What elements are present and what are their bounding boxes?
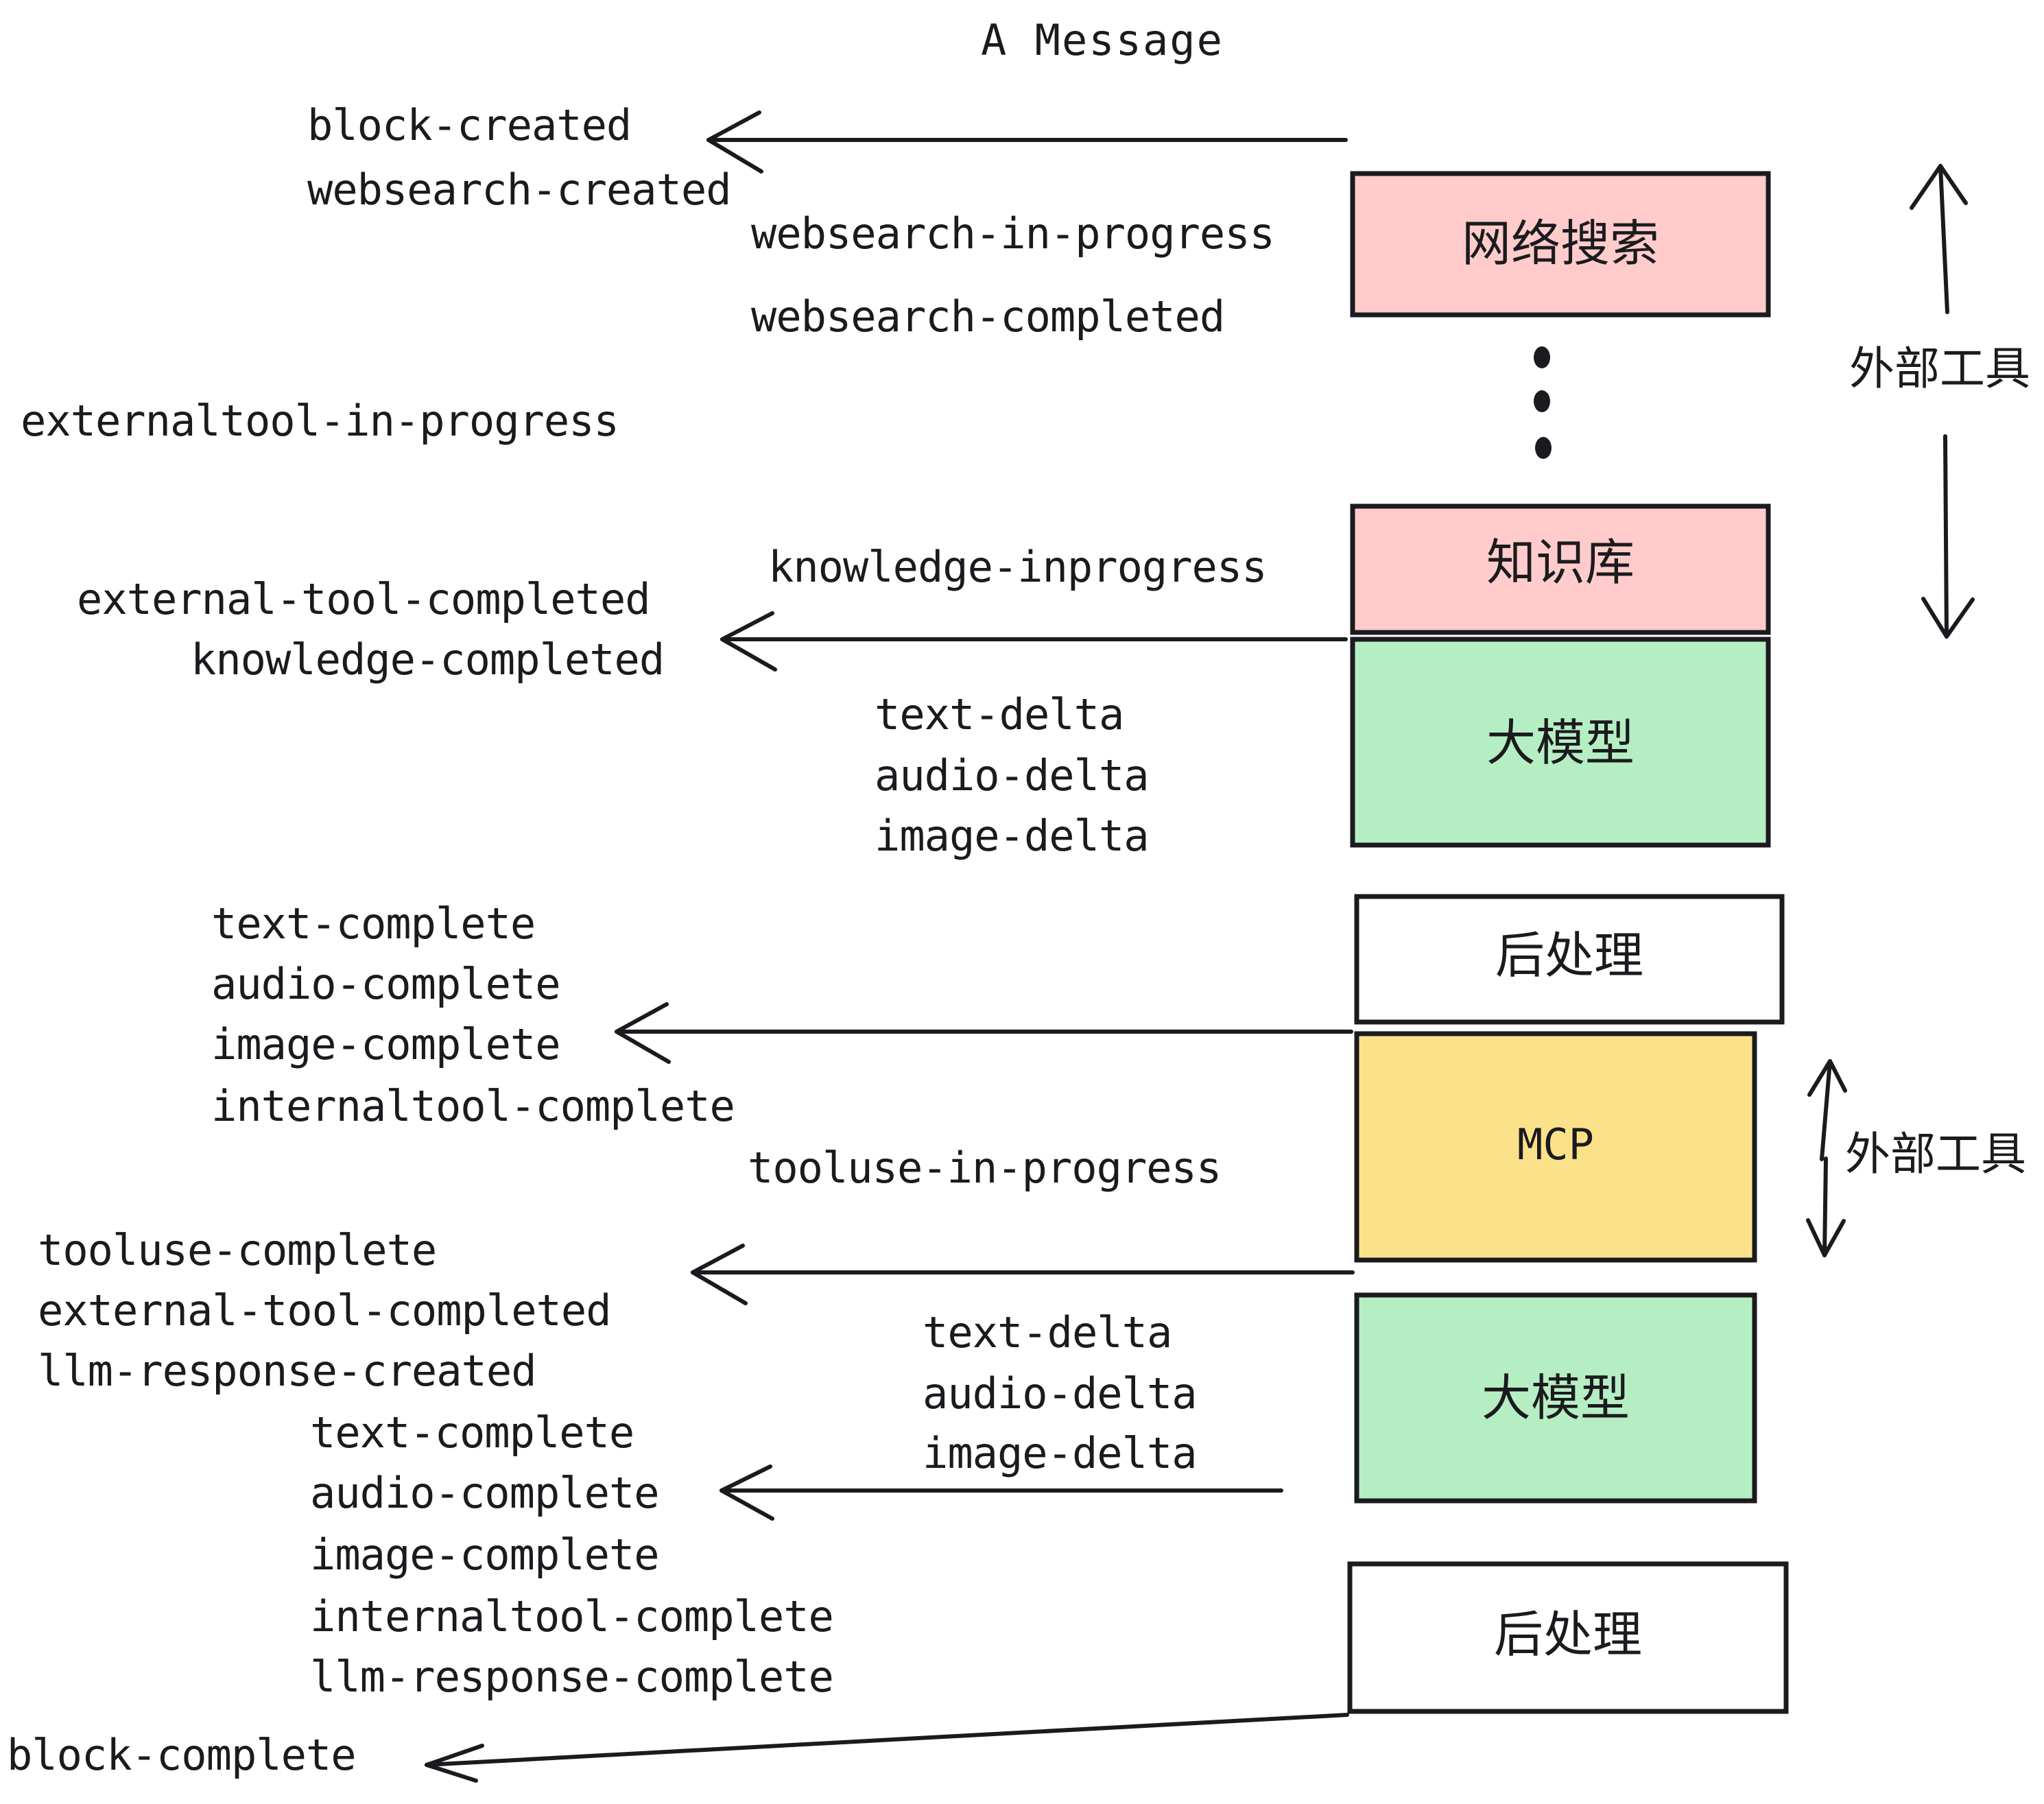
event-tooluse-complete: tooluse-complete [38,1225,436,1275]
flow-arrow-tooluse-complete [691,1244,1355,1305]
event-internaltool-complete-1: internaltool-complete [211,1081,735,1131]
event-image-delta-2: image-delta [923,1428,1197,1478]
box-postprocess-top [1354,894,1785,1025]
event-websearch-created: websearch-created [307,165,731,215]
box-knowledge [1350,503,1771,635]
event-image-complete-2: image-complete [310,1530,659,1580]
box-postprocess-bottom [1347,1561,1789,1714]
box-mcp-label: MCP [1517,1119,1594,1170]
event-block-created: block-created [307,100,631,150]
box-postprocess-bottom-label: 后处理 [1494,1606,1642,1663]
box-postprocess-top-label: 后处理 [1495,927,1643,984]
event-external-tool-completed-2: external-tool-completed [38,1285,611,1336]
flow-arrow-audio-complete [720,1464,1283,1521]
event-audio-delta-2: audio-delta [923,1368,1197,1419]
flow-arrow-image-complete [615,1002,1353,1064]
event-internaltool-complete-2: internaltool-complete [310,1591,833,1641]
box-llm-bottom [1354,1292,1757,1504]
event-llm-response-complete: llm-response-complete [310,1652,833,1702]
external-tool-bottom-arrow-down [1806,1156,1846,1257]
vertical-ellipsis [1534,346,1552,459]
external-tool-top-arrow-up [1910,164,1968,314]
event-text-complete-1: text-complete [211,899,535,949]
event-audio-delta-1: audio-delta [875,750,1149,800]
event-websearch-completed: websearch-completed [751,292,1224,342]
event-text-delta-1: text-delta [875,689,1124,739]
flow-arrow-knowledge-completed [720,611,1348,672]
event-text-delta-2: text-delta [923,1307,1172,1357]
external-tool-top-label: 外部工具 [1849,342,2030,395]
box-knowledge-label: 知识库 [1486,534,1635,591]
box-websearch-label: 网络搜索 [1462,215,1659,272]
flow-arrow-block-created [706,110,1348,174]
box-mcp [1354,1031,1757,1263]
event-llm-response-created: llm-response-created [38,1346,536,1396]
box-websearch [1350,171,1771,318]
event-block-complete: block-complete [7,1730,356,1780]
event-tooluse-in-progress: tooluse-in-progress [748,1143,1221,1193]
page-title: A Message [981,15,1224,65]
event-text-complete-2: text-complete [310,1408,634,1458]
event-websearch-in-progress: websearch-in-progress [751,209,1274,259]
event-knowledge-inprogress: knowledge-inprogress [768,542,1267,592]
external-tool-top-arrow-down [1921,434,1975,639]
box-llm-top-label: 大模型 [1486,714,1635,772]
event-audio-complete-1: audio-complete [211,959,560,1009]
event-image-complete-1: image-complete [211,1019,560,1069]
event-externaltool-in-progress: externaltool-in-progress [21,396,619,446]
event-audio-complete-2: audio-complete [310,1468,659,1518]
event-external-tool-completed-1: external-tool-completed [77,574,650,624]
event-knowledge-completed: knowledge-completed [191,634,664,685]
flow-arrow-block-complete [425,1713,1349,1783]
box-llm-top [1350,637,1771,848]
event-image-delta-1: image-delta [875,811,1149,861]
box-llm-bottom-label: 大模型 [1482,1369,1630,1427]
external-tool-bottom-arrow-up [1807,1059,1847,1161]
external-tool-bottom-label: 外部工具 [1845,1128,2026,1180]
